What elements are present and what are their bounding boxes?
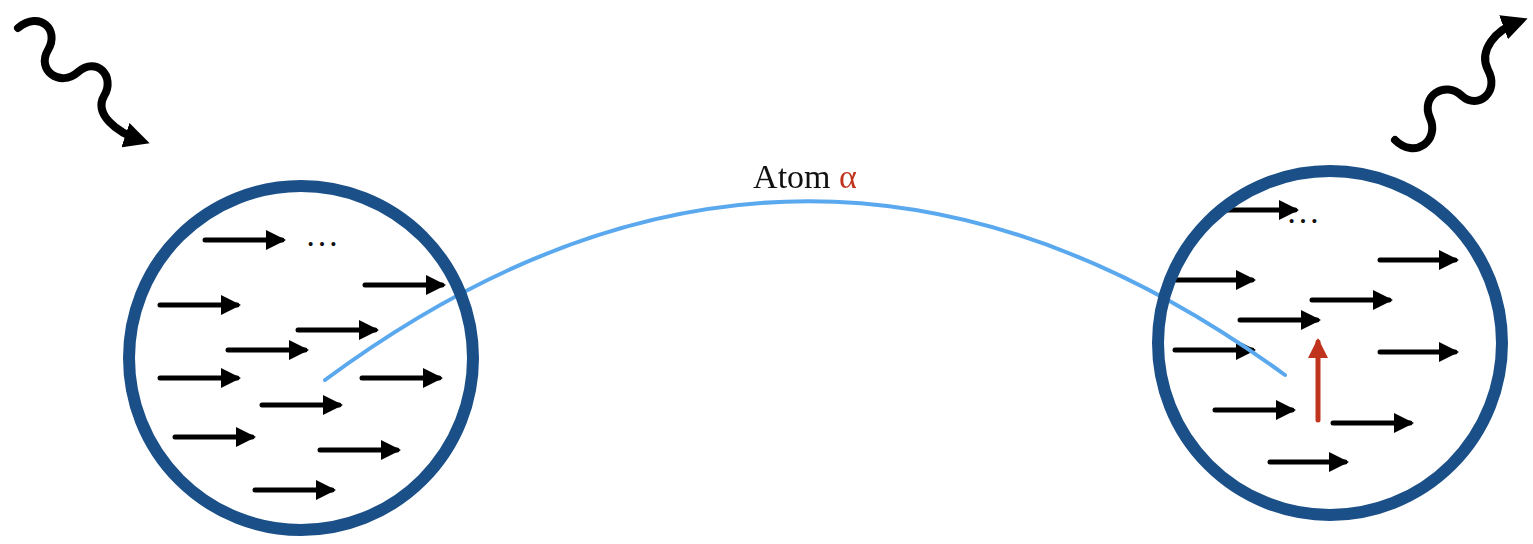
ellipsis-text: … [1286,195,1320,229]
spin-ensemble-circle: … [123,180,479,536]
photon-in [18,21,140,140]
ensemble-outline [1152,165,1508,521]
spin-ensemble-circle: … [1152,165,1508,521]
spin-arrows-right [1175,210,1455,462]
ellipsis-text: … [305,218,339,252]
photon-out [1395,22,1518,148]
ensemble-outline [123,180,479,536]
spin-arrows-left [160,240,442,490]
edge-label: Atom α [749,158,861,195]
flipped-spin [1318,342,1319,420]
